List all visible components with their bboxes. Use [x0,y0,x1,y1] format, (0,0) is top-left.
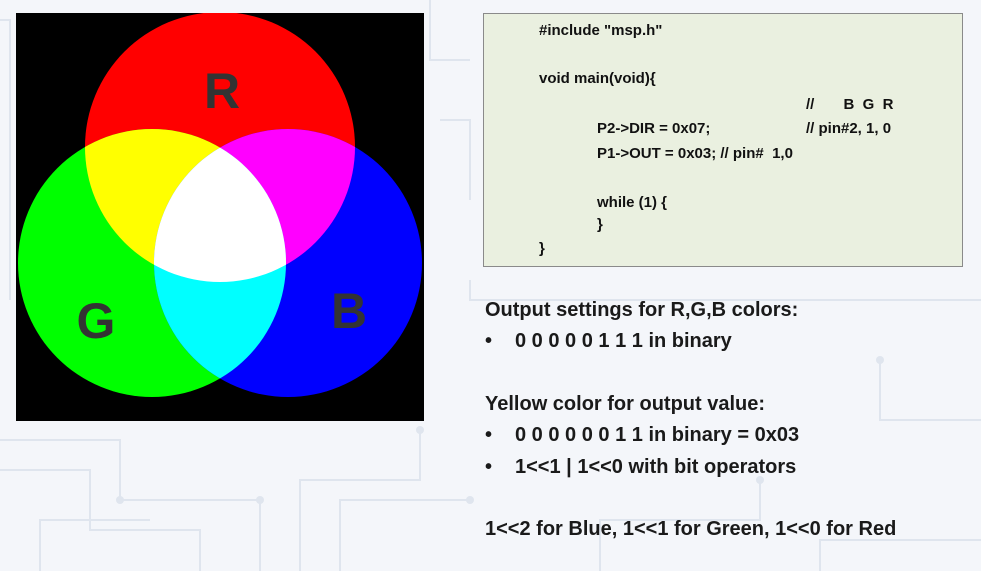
code-line-include: #include "msp.h" [539,22,663,39]
label-b: B [331,283,367,339]
code-line-while-close: } [597,216,603,233]
code-line-bgr-comment: // B G R [806,96,894,113]
output-bullet-1-text: 0 0 0 0 0 1 1 1 in binary [515,330,732,352]
rgb-venn-svg: R G B [18,13,422,397]
code-line-dir: P2->DIR = 0x07; [597,120,711,137]
yellow-bullet-1: • 0 0 0 0 0 0 1 1 in binary = 0x03 [485,424,799,447]
code-line-main-close: } [539,240,545,257]
label-r: R [204,63,240,119]
yellow-bullet-2-text: 1<<1 | 1<<0 with bit operators [515,456,797,478]
label-g: G [77,293,116,349]
bullet-glyph: • [485,456,493,478]
yellow-bullet-2: • 1<<1 | 1<<0 with bit operators [485,456,796,479]
output-settings-heading: Output settings for R,G,B colors: [485,299,799,321]
rgb-color-diagram: R G B [16,13,424,421]
code-line-while: while (1) { [597,194,668,211]
white-overlap [154,129,286,282]
output-bullet-1: • 0 0 0 0 0 1 1 1 in binary [485,330,732,353]
code-listing: #include "msp.h" void main(void){ // B G… [483,13,963,267]
bullet-glyph: • [485,330,493,352]
code-line-pin-comment: // pin#2, 1, 0 [806,120,892,137]
bullet-glyph: • [485,424,493,446]
yellow-bullet-1-text: 0 0 0 0 0 0 1 1 in binary = 0x03 [515,424,800,446]
code-line-out: P1->OUT = 0x03; // pin# 1,0 [597,145,793,162]
code-line-main: void main(void){ [539,70,656,87]
bit-summary: 1<<2 for Blue, 1<<1 for Green, 1<<0 for … [485,518,897,540]
yellow-heading: Yellow color for output value: [485,393,766,415]
